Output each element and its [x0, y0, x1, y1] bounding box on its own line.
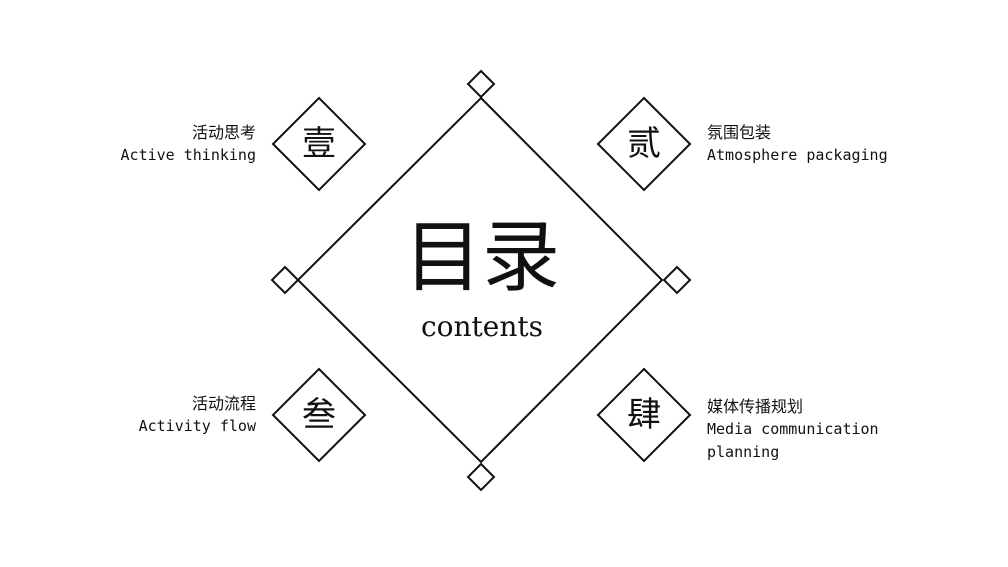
- item-4-numeral: 肆: [627, 395, 661, 435]
- item-3-label[interactable]: 活动流程 Activity flow: [96, 392, 256, 438]
- page-title: 目录: [403, 213, 560, 303]
- item-3-title-en: Activity flow: [138, 417, 256, 435]
- item-4-label[interactable]: 媒体传播规划 Media communication planning: [707, 395, 907, 464]
- item-1-diamond: [271, 96, 367, 192]
- item-1-label[interactable]: 活动思考 Active thinking: [96, 121, 256, 167]
- item-2-title-en: Atmosphere packaging: [707, 146, 888, 164]
- central-diamond: [296, 96, 664, 464]
- item-2-label[interactable]: 氛围包装 Atmosphere packaging: [707, 121, 927, 167]
- page-subtitle: contents: [420, 310, 544, 343]
- top-corner-diamond: [466, 69, 496, 99]
- item-1-title-en: Active thinking: [120, 146, 256, 164]
- item-4-title-en: Media communication planning: [707, 420, 879, 461]
- item-2-title-cn: 氛围包装: [707, 123, 772, 142]
- right-corner-diamond: [662, 265, 692, 295]
- item-3-diamond: [271, 367, 367, 463]
- item-4-title-cn: 媒体传播规划: [707, 397, 804, 416]
- item-1-numeral: 壹: [302, 124, 336, 164]
- item-1-title-cn: 活动思考: [191, 123, 256, 142]
- item-2-numeral: 贰: [627, 124, 661, 164]
- bottom-corner-diamond: [466, 462, 496, 492]
- item-2-diamond: [596, 96, 692, 192]
- item-3-title-cn: 活动流程: [191, 394, 256, 413]
- item-4-diamond: [596, 367, 692, 463]
- left-corner-diamond: [270, 265, 300, 295]
- item-3-numeral: 叁: [302, 395, 336, 435]
